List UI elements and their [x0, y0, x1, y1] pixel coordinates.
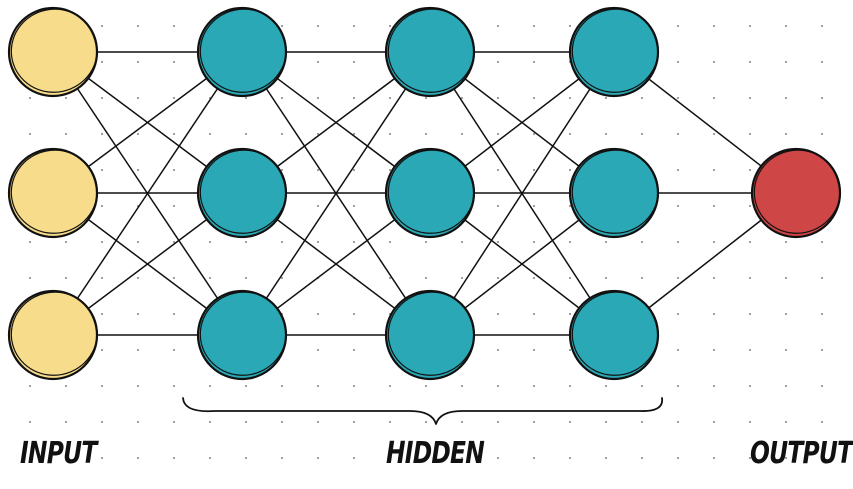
neuron-hidden-2-2 [384, 147, 476, 239]
hidden-layers-brace [182, 397, 663, 425]
neuron-hidden-3-2 [568, 147, 660, 239]
input-layer-label: INPUT [20, 436, 97, 471]
hidden-layers-label: HIDDEN [386, 436, 485, 471]
neuron-hidden-2-1 [384, 6, 476, 98]
connection-input-3-to-hidden-1-1 [52, 51, 243, 336]
neuron-input-2 [7, 147, 99, 239]
neuron-output-1 [750, 147, 842, 239]
connection-hidden-2-3-to-hidden-3-1 [429, 51, 615, 336]
neurons [7, 6, 842, 381]
connection-hidden-1-3-to-hidden-2-1 [241, 51, 431, 336]
neuron-input-1 [7, 6, 99, 98]
neuron-hidden-2-3 [384, 289, 476, 381]
neuron-hidden-1-2 [196, 147, 288, 239]
neuron-hidden-3-1 [568, 6, 660, 98]
neuron-input-3 [7, 289, 99, 381]
output-layer-label: OUTPUT [750, 436, 853, 471]
neuron-hidden-3-3 [568, 289, 660, 381]
neuron-hidden-1-3 [196, 289, 288, 381]
neuron-hidden-1-1 [196, 6, 288, 98]
